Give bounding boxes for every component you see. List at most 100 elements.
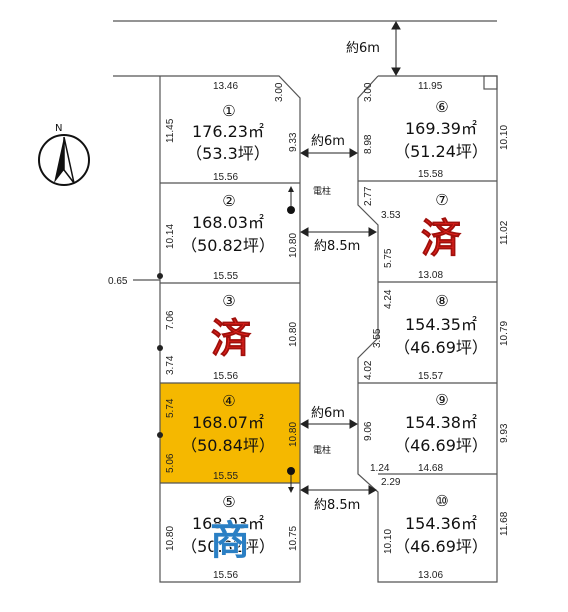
lot-8-bottom-dim: 15.57 [418,371,443,382]
lot-5-area-tsubo: （50.82坪） [181,537,275,556]
lot-7-left-dim-a: 2.77 [363,186,374,206]
lot-8-area-m2: 154.35㎡ [405,315,477,334]
boundary-marker [157,273,163,279]
lot-6-bottom-dim: 15.58 [418,169,443,180]
lot-9-jog-dim: 1.24 [370,463,390,474]
lot-6-area-m2: 169.39㎡ [405,119,477,138]
lot-10-area-m2: 154.36㎡ [405,514,477,533]
lot-6-right-dim: 10.10 [499,125,510,150]
lot-4-right-dim: 10.80 [288,422,299,447]
lot-5-area-m2: 168.03㎡ [192,514,264,533]
lot-3-left-dim-a: 7.06 [165,310,176,330]
utility-pole-label: 電柱 [313,444,331,456]
lot-2-number: ② [222,192,235,210]
lot-5-left-dim: 10.80 [165,526,176,551]
lot-6-top-dim: 11.95 [418,81,443,92]
lot-2-bottom-dim: 15.55 [213,271,238,282]
lot-7-left-dim-b: 5.75 [383,248,394,268]
lot-1-right-dim: 9.33 [288,132,299,152]
mid-road-arrow-lower [299,419,359,429]
east-block-outline [357,75,498,583]
lot-9-area-tsubo: （46.69坪） [394,436,488,455]
lot-8-left-dim-a: 4.24 [383,289,394,309]
lot-4-highlight [160,383,300,483]
lot-8-right-dim: 10.79 [499,321,510,346]
lot-6[interactable]: ⑥ 169.39㎡ （51.24坪） [394,98,488,161]
lot-8-left-dim-b: 3.55 [372,328,383,348]
lot-1-corner-dim: 3.00 [274,82,285,102]
lot-4[interactable]: ④ 168.07㎡ （50.84坪） [181,392,275,455]
mid-road-width-upper: 約6m [311,134,345,149]
lot-9-right-dim: 9.93 [499,423,510,443]
lot-4-area-tsubo: （50.84坪） [181,436,275,455]
lot-1-number: ① [222,102,235,120]
lot-7-jog-dim: 3.53 [381,210,401,221]
lot-4-area-m2: 168.07㎡ [192,413,264,432]
lot-4-left-dim-a: 5.74 [165,398,176,418]
lot-3-left-dim-b: 3.74 [165,355,176,375]
lot-9-left-dim-b: 9.06 [363,421,374,441]
lot-9-area-m2: 154.38㎡ [405,413,477,432]
lot-1-bottom-dim: 15.56 [213,172,238,183]
utility-pole-upper [287,186,295,214]
lot-8-area-tsubo: （46.69坪） [394,338,488,357]
lot-7-number: ⑦ [435,191,448,209]
north-arrow-icon [38,134,90,186]
north-label: N [55,123,62,134]
mid-road-width-upper-south: 約8.5m [314,239,360,254]
lot-3-number: ③ [222,292,235,310]
lot-10-jog-dim: 2.29 [381,477,401,488]
lot-6-number: ⑥ [435,98,448,116]
lot-7-sold-stamp: 済 [421,216,462,262]
lot-9-left-dim-a: 4.02 [363,360,374,380]
mid-road-arrow-upper [299,148,359,158]
lot-9[interactable]: ⑨ 154.38㎡ （46.69坪） [394,391,488,455]
lot-6-corner-dim: 3.00 [363,82,374,102]
corner-marker [483,75,498,90]
lot-3[interactable]: ③ 済 [211,292,253,362]
lot-5-right-dim: 10.75 [288,526,299,551]
lot-9-number: ⑨ [435,391,448,409]
lot-4-left-dim-b: 5.06 [165,453,176,473]
lot-5[interactable]: ⑤ 168.03㎡ （50.82坪） 商 [181,493,275,565]
lot-3-right-dim: 10.80 [288,322,299,347]
lot-3-bottom-dim: 15.56 [213,371,238,382]
lot-5-number: ⑤ [222,493,235,511]
lot-10[interactable]: ⑩ 154.36㎡ （46.69坪） [394,492,488,556]
lot-7-right-dim: 11.02 [499,220,510,245]
mid-road-arrow-lower-south [299,485,378,495]
lot-2-area-tsubo: （50.82坪） [181,236,275,255]
west-offset-dimension: 0.65 [108,276,128,287]
lot-2[interactable]: ② 168.03㎡ （50.82坪） [181,192,275,255]
north-road-width: 約6m [346,41,380,56]
lot-3-sold-stamp: 済 [211,316,252,362]
lot-10-left-dim: 10.10 [383,529,394,554]
lot-1-area-tsubo: （53.3坪） [186,144,270,163]
lot-4-bottom-dim: 15.55 [213,471,238,482]
lot-2-area-m2: 168.03㎡ [192,213,264,232]
lot-9-bottom-dim: 14.68 [418,463,443,474]
mid-road-arrow-upper-south [299,227,378,237]
lot-1-top-dim: 13.46 [213,81,238,92]
lot-1[interactable]: ① 176.23㎡ （53.3坪） [186,102,270,163]
mid-road-width-lower: 約6m [311,406,345,421]
lot-8-number: ⑧ [435,292,448,310]
lot-4-number: ④ [222,392,235,410]
lot-10-bottom-dim: 13.06 [418,570,443,581]
lot-1-left-dim: 11.45 [165,118,176,143]
utility-pole-label: 電柱 [313,185,331,197]
lot-7[interactable]: ⑦ 済 [421,191,463,262]
lot-6-left-dim: 8.98 [363,134,374,154]
north-road-arrow [391,20,401,77]
lot-7-bottom-dim: 13.08 [418,270,443,281]
lot-10-area-tsubo: （46.69坪） [394,537,488,556]
boundary-marker [157,345,163,351]
lot-1-area-m2: 176.23㎡ [192,122,264,141]
lot-2-left-dim: 10.14 [165,224,176,249]
mid-road-width-lower-south: 約8.5m [314,498,360,513]
lot-8[interactable]: ⑧ 154.35㎡ （46.69坪） [394,292,488,357]
lot-10-right-dim: 11.68 [499,511,510,536]
west-block-outline [159,75,301,583]
lot-5-commercial-stamp: 商 [210,518,250,564]
